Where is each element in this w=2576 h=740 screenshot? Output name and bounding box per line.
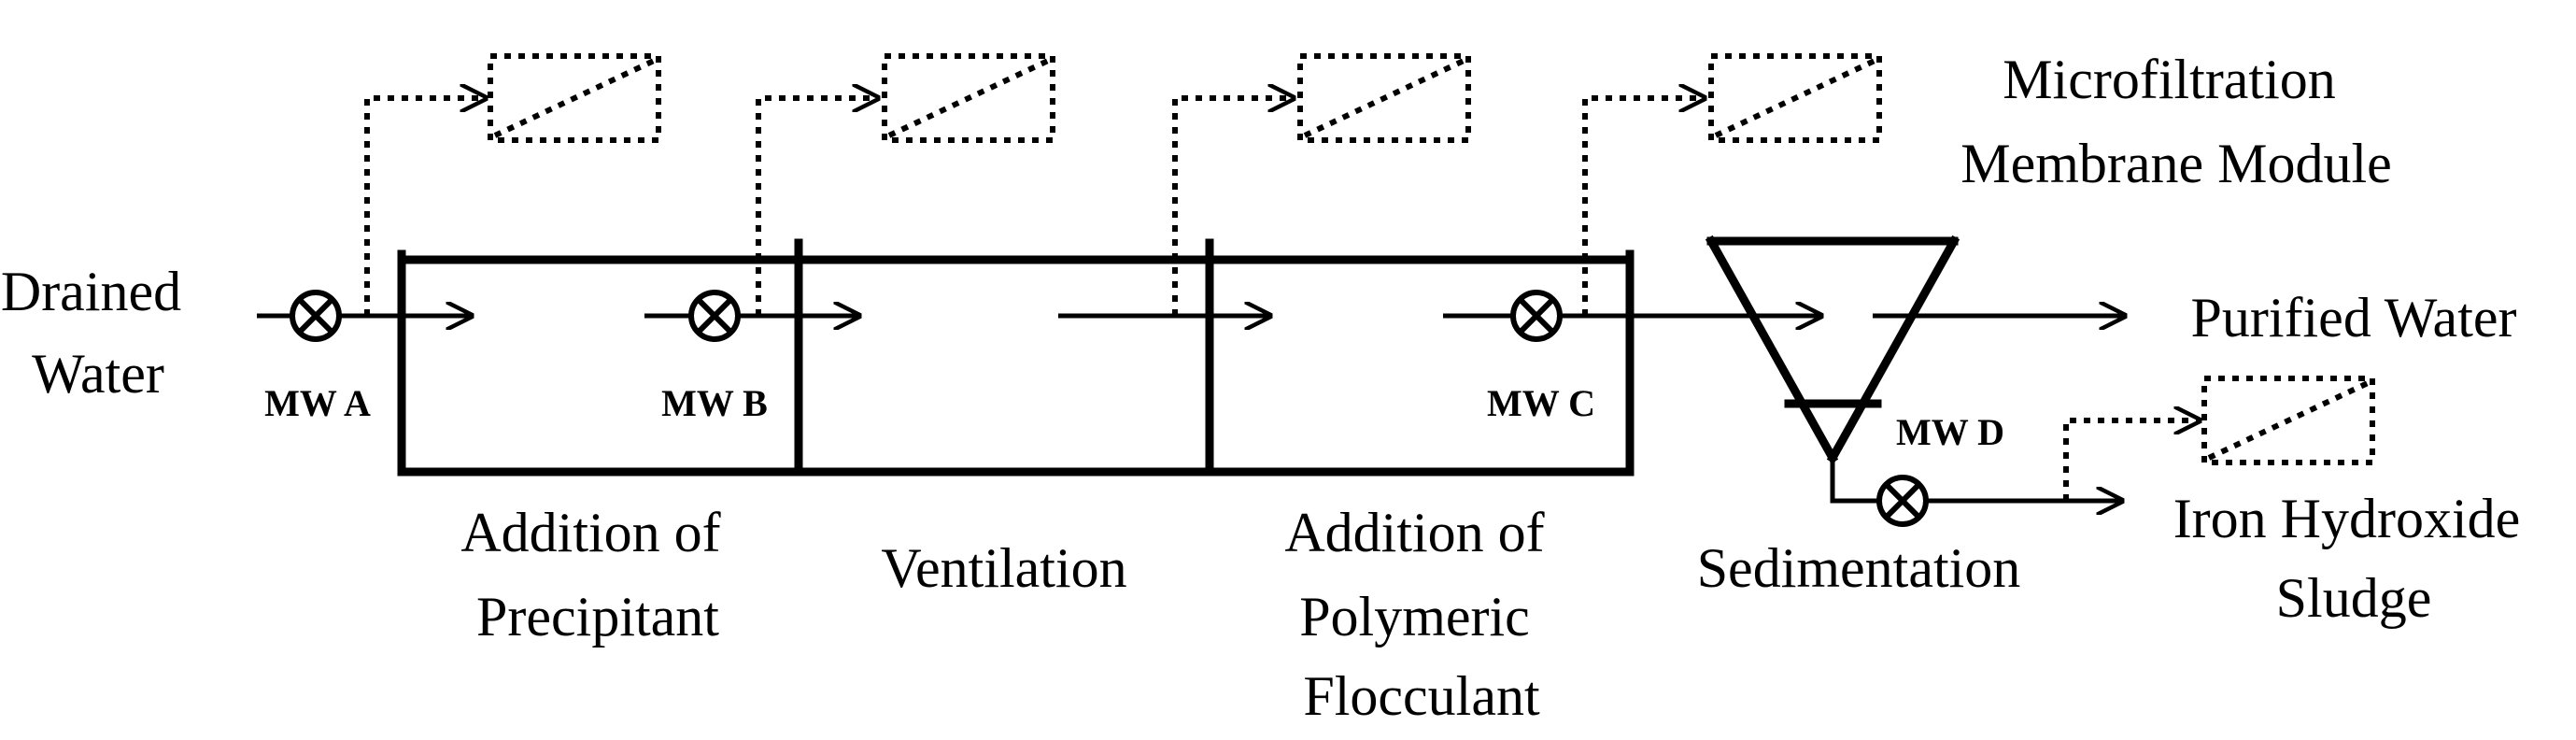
valve-mw-a xyxy=(290,290,342,342)
mw-a-label: MW A xyxy=(264,382,371,424)
purified-water-label: Purified Water xyxy=(2191,287,2517,349)
membrane-module-4 xyxy=(1708,53,1882,143)
main-flow xyxy=(257,316,2125,501)
tank-ventilation xyxy=(794,238,1214,477)
ventilation-label: Ventilation xyxy=(881,537,1126,599)
sedimentation-label: Sedimentation xyxy=(1697,537,2021,599)
tank-flocculant xyxy=(1205,249,1635,477)
valve-mw-b xyxy=(688,290,741,342)
valve-mw-c xyxy=(1510,290,1563,342)
mw-b-label: MW B xyxy=(661,382,768,424)
drained-water-label: Drained Water xyxy=(1,261,195,405)
mw-c-label: MW C xyxy=(1487,382,1595,424)
membrane-module-3 xyxy=(1297,53,1471,143)
microfiltration-label: Microfiltration Membrane Module xyxy=(1960,49,2392,194)
addition-flocculant-label: Addition of Polymeric Flocculant xyxy=(1284,502,1558,727)
sedimentation-tank xyxy=(1705,235,1960,504)
membrane-module-2 xyxy=(882,53,1055,143)
mw-d-label: MW D xyxy=(1896,411,2004,453)
membrane-module-5 xyxy=(2201,376,2375,465)
sampling-lines xyxy=(364,98,2200,501)
membrane-module-1 xyxy=(488,53,661,143)
valve-mw-d xyxy=(1876,475,1929,527)
addition-precipitant-label: Addition of Precipitant xyxy=(460,502,734,648)
sludge-label: Iron Hydroxide Sludge xyxy=(2173,488,2535,629)
tank-precipitant xyxy=(397,238,803,477)
